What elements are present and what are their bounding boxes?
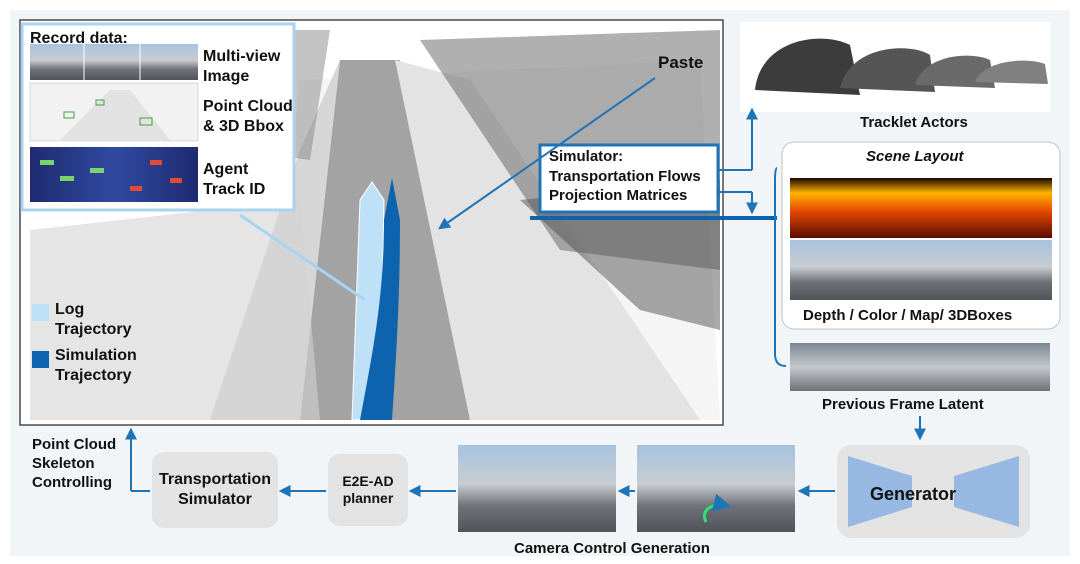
simulation-trajectory-path [360, 178, 400, 420]
camera-image-1 [458, 445, 616, 532]
simulator-text: Simulator: Transportation Flows Projecti… [549, 147, 701, 206]
point-cloud-bbox-label: Point Cloud & 3D Bbox [203, 97, 293, 137]
skeleton-line2: Skeleton [32, 455, 95, 473]
point-cloud-skeleton-label: Point Cloud Skeleton Controlling [32, 435, 116, 493]
record-data-title: Record data: [30, 30, 128, 47]
simulator-title: Simulator: [549, 148, 624, 165]
simulation-trajectory-swatch [32, 351, 49, 368]
simulator-line2: Projection Matrices [549, 187, 688, 204]
tracklet-actors-image [755, 38, 1048, 95]
log-trajectory-swatch [32, 304, 49, 321]
simulator-box [538, 143, 720, 214]
agent-track-id-thumbnail [30, 147, 198, 202]
log-line1: Log [55, 301, 85, 318]
connector-lines [125, 77, 926, 497]
generator-encoder-shape [848, 456, 912, 527]
simulator-line1: Transportation Flows [549, 167, 701, 185]
sim-line1: Simulation [55, 347, 137, 364]
point-cloud-line2: & 3D Bbox [203, 118, 284, 135]
log-trajectory-label: Log Trajectory [55, 300, 131, 340]
color-map-image [790, 240, 1052, 300]
scene-layout-caption: Depth / Color / Map/ 3DBoxes [803, 307, 1013, 324]
skeleton-line3: Controlling [32, 474, 112, 492]
multi-view-line1: Multi-view [203, 48, 281, 65]
camera-control-generation-label: Camera Control Generation [514, 540, 710, 557]
simulation-trajectory-label: Simulation Trajectory [55, 346, 137, 386]
log-line2: Trajectory [55, 321, 132, 338]
agent-track-line2: Track ID [203, 181, 266, 198]
point-cloud-line1: Point Cloud [203, 98, 293, 115]
generator-label: Generator [870, 484, 957, 504]
sim-line2: Trajectory [55, 367, 132, 384]
planner-line1: E2E-AD [342, 472, 394, 489]
agent-track-id-label: Agent Track ID [203, 160, 265, 200]
scene-layout-title: Scene Layout [866, 148, 964, 165]
previous-frame-latent-label: Previous Frame Latent [822, 396, 984, 413]
agent-track-line1: Agent [203, 161, 249, 178]
point-cloud-3d-bbox-thumbnail [29, 82, 199, 142]
paste-label: Paste [658, 53, 704, 72]
tracklet-actors-label: Tracklet Actors [860, 114, 968, 131]
multi-view-image-label: Multi-view Image [203, 47, 280, 87]
multi-view-image-thumbnail [30, 44, 198, 80]
transport-sim-line2: Simulator [178, 491, 252, 508]
skeleton-line1: Point Cloud [32, 436, 117, 453]
depth-map-image [790, 178, 1052, 238]
multi-view-line2: Image [203, 68, 250, 85]
camera-steering-arrow [703, 493, 732, 523]
transport-sim-line1: Transportation [158, 471, 271, 488]
previous-frame-latent-image [790, 343, 1050, 391]
camera-image-2 [637, 445, 795, 532]
generator-decoder-shape [954, 456, 1019, 527]
planner-line2: planner [342, 490, 394, 506]
